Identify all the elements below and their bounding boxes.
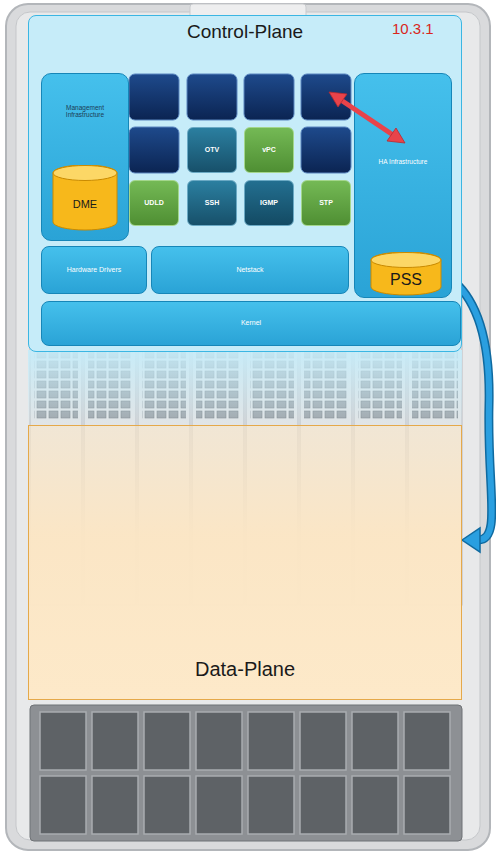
feature-tile: SSH xyxy=(187,180,237,226)
node-label: Control-Plane xyxy=(187,21,303,43)
node-label: Kernel xyxy=(241,319,261,327)
node-label: Management Infrastructure xyxy=(54,104,116,119)
version-label: 10.3.1 xyxy=(392,20,434,37)
cylinder-shape xyxy=(52,165,118,231)
node-label: Data-Plane xyxy=(195,658,295,681)
control-plane-panel: Control-PlaneManagement InfrastructureDM… xyxy=(28,15,462,352)
node-label: DME xyxy=(73,198,97,211)
layer-box: Netstack xyxy=(151,246,349,294)
feature-tile: STP xyxy=(301,180,351,226)
database-cylinder: DME xyxy=(52,165,118,231)
node-label: IGMP xyxy=(260,199,278,207)
feature-tile: UDLD xyxy=(129,180,179,226)
ha-box: HA InfrastructurePSS xyxy=(354,73,452,298)
node-label: UDLD xyxy=(144,199,163,207)
layer-box: Kernel xyxy=(41,301,461,346)
node-label: Netstack xyxy=(236,266,263,274)
node-label: OTV xyxy=(205,146,219,154)
ha-sync-arrow xyxy=(29,16,463,353)
node-label: HA Infrastructure xyxy=(379,158,428,165)
node-label: PSS xyxy=(390,271,422,289)
node-label: vPC xyxy=(262,146,276,154)
management-box: Management InfrastructureDME xyxy=(41,73,129,241)
node-label: Hardware Drivers xyxy=(67,266,121,274)
data-plane-panel: Data-Plane xyxy=(28,425,462,700)
feature-tile: IGMP xyxy=(244,180,294,226)
database-cylinder: PSS xyxy=(370,252,442,296)
feature-tile: vPC xyxy=(244,127,294,173)
feature-tile: OTV xyxy=(187,127,237,173)
layer-box: Hardware Drivers xyxy=(41,246,147,294)
node-label: STP xyxy=(319,199,333,207)
node-label: SSH xyxy=(205,199,219,207)
